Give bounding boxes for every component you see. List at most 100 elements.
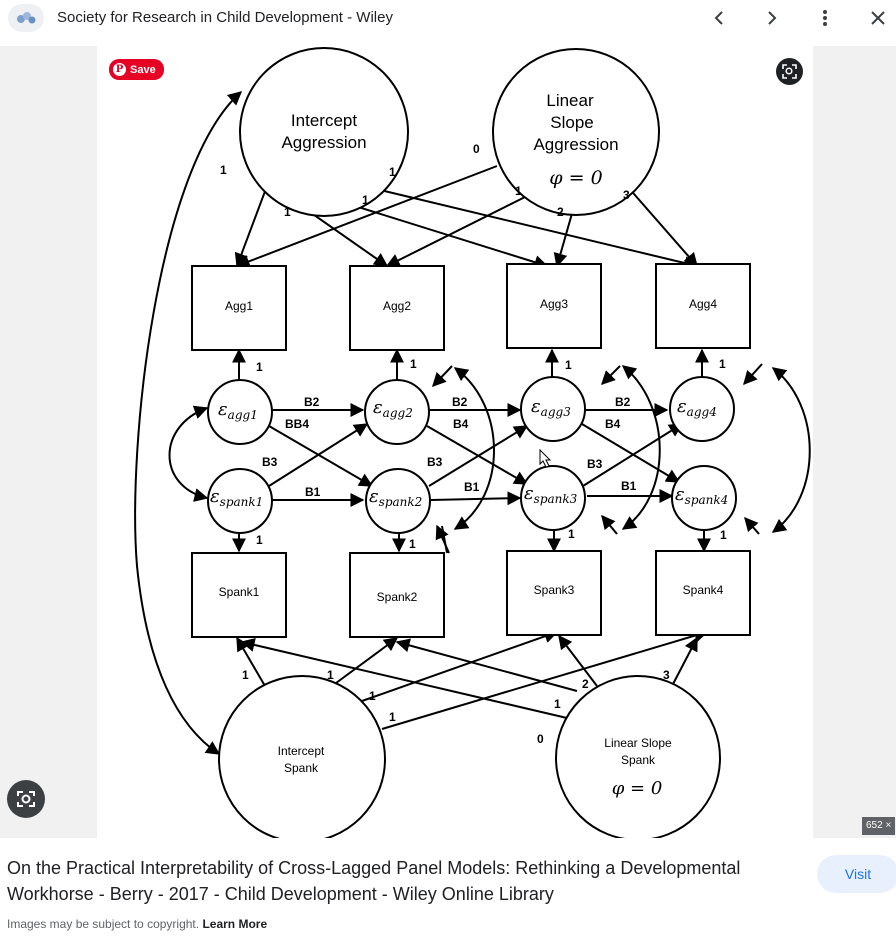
chevron-left-icon bbox=[714, 11, 723, 25]
svg-text:Linear Slope: Linear Slope bbox=[604, 736, 672, 750]
cursor-hand-icon bbox=[539, 448, 552, 468]
wiley-logo-icon bbox=[17, 12, 36, 24]
spank1-box bbox=[191, 552, 287, 638]
svg-text:Spank: Spank bbox=[284, 761, 319, 775]
svg-text:0: 0 bbox=[537, 732, 544, 746]
latent-circles bbox=[218, 47, 721, 838]
copyright-notice: Images may be subject to copyright. Lear… bbox=[7, 917, 267, 931]
svg-text:Aggression: Aggression bbox=[533, 135, 618, 154]
indicator-boxes bbox=[191, 263, 751, 638]
svg-text:1: 1 bbox=[327, 668, 334, 682]
svg-text:Intercept: Intercept bbox=[291, 111, 357, 130]
svg-text:B2: B2 bbox=[615, 395, 631, 409]
bottom-loading-arrows bbox=[236, 628, 709, 730]
svg-text:Aggression: Aggression bbox=[281, 133, 366, 152]
svg-text:1: 1 bbox=[720, 528, 727, 542]
svg-text:3: 3 bbox=[623, 188, 630, 202]
intercept-spank-node bbox=[218, 675, 386, 838]
svg-text:εagg4: εagg4 bbox=[677, 396, 717, 419]
slope-spank-node bbox=[555, 675, 721, 838]
forward-button[interactable] bbox=[756, 4, 788, 32]
svg-text:B1: B1 bbox=[464, 480, 480, 494]
svg-text:2: 2 bbox=[582, 677, 589, 691]
svg-text:Agg3: Agg3 bbox=[540, 297, 568, 311]
svg-text:1: 1 bbox=[284, 205, 291, 219]
intercept-aggression-node bbox=[239, 47, 409, 217]
visit-button[interactable]: Visit bbox=[817, 855, 896, 893]
svg-text:Spank2: Spank2 bbox=[377, 590, 418, 604]
svg-text:1: 1 bbox=[220, 163, 227, 177]
svg-text:1: 1 bbox=[410, 357, 417, 371]
svg-text:B4: B4 bbox=[453, 417, 469, 431]
svg-text:B2: B2 bbox=[304, 395, 320, 409]
svg-text:B4: B4 bbox=[605, 417, 621, 431]
pinterest-icon: P bbox=[113, 63, 126, 76]
pinterest-save-button[interactable]: P Save bbox=[109, 59, 164, 80]
svg-text:εagg3: εagg3 bbox=[531, 396, 571, 419]
svg-text:Intercept: Intercept bbox=[278, 744, 325, 758]
spank4-box bbox=[655, 550, 751, 636]
error-labels: εagg1 εagg2 εagg3 εagg4 εspank1 εspank2 … bbox=[210, 396, 728, 509]
copyright-text: Images may be subject to copyright. bbox=[7, 917, 200, 931]
loading-labels: 1 1 1 1 0 1 2 3 1 1 1 1 1 1 1 1 1 1 1 1 bbox=[220, 142, 727, 746]
google-lens-button[interactable] bbox=[7, 780, 45, 818]
svg-text:Slope: Slope bbox=[550, 113, 593, 132]
svg-text:B1: B1 bbox=[305, 485, 321, 499]
slope-aggression-node bbox=[492, 48, 660, 216]
lens-search-icon bbox=[782, 64, 797, 79]
sem-diagram: Intercept Aggression Linear Slope Aggres… bbox=[97, 46, 813, 838]
svg-text:B1: B1 bbox=[621, 479, 637, 493]
site-title[interactable]: Society for Research in Child Developmen… bbox=[57, 9, 393, 26]
more-vert-icon bbox=[823, 10, 827, 26]
learn-more-link[interactable]: Learn More bbox=[202, 917, 268, 931]
svg-text:1: 1 bbox=[256, 360, 263, 374]
path-coefficient-labels: B2 B2 B2 BB4 B4 B4 B3 B3 B3 B1 B1 B1 bbox=[262, 395, 637, 499]
svg-text:0: 0 bbox=[473, 142, 480, 156]
agg3-box bbox=[506, 263, 602, 349]
image-caption[interactable]: On the Practical Interpretability of Cro… bbox=[7, 858, 741, 904]
image-preview[interactable]: Intercept Aggression Linear Slope Aggres… bbox=[0, 46, 896, 838]
svg-text:εspank2: εspank2 bbox=[369, 486, 422, 509]
save-label: Save bbox=[130, 63, 156, 76]
chevron-right-icon bbox=[768, 11, 777, 25]
svg-text:B2: B2 bbox=[452, 395, 468, 409]
svg-text:φ = 0: φ = 0 bbox=[549, 167, 602, 189]
svg-text:Spank: Spank bbox=[621, 753, 656, 767]
svg-text:BB4: BB4 bbox=[285, 417, 309, 431]
back-button[interactable] bbox=[703, 4, 735, 32]
svg-text:1: 1 bbox=[409, 537, 416, 551]
cross-lagged-arrows bbox=[268, 403, 684, 507]
visual-search-button[interactable] bbox=[776, 58, 803, 85]
svg-text:εspank4: εspank4 bbox=[675, 484, 728, 507]
lens-camera-icon bbox=[17, 791, 35, 807]
more-options-button[interactable] bbox=[809, 4, 841, 32]
intercept-covariance-arrow bbox=[134, 91, 243, 755]
svg-text:B3: B3 bbox=[587, 457, 603, 471]
svg-text:B3: B3 bbox=[262, 455, 278, 469]
svg-text:Agg1: Agg1 bbox=[225, 299, 253, 313]
svg-text:1: 1 bbox=[369, 689, 376, 703]
svg-text:εagg2: εagg2 bbox=[373, 397, 413, 420]
indicator-labels: Agg1 Agg2 Agg3 Agg4 Spank1 Spank2 Spank3… bbox=[219, 297, 724, 604]
close-button[interactable] bbox=[862, 4, 894, 32]
agg2-box bbox=[349, 265, 445, 351]
svg-text:Spank3: Spank3 bbox=[534, 583, 575, 597]
agg1-box bbox=[191, 265, 287, 351]
svg-text:3: 3 bbox=[663, 668, 670, 682]
svg-text:1: 1 bbox=[389, 165, 396, 179]
site-favicon bbox=[8, 4, 44, 32]
svg-text:1: 1 bbox=[565, 358, 572, 372]
close-icon bbox=[871, 11, 885, 25]
agg4-box bbox=[655, 263, 751, 349]
path-diagram-svg: Intercept Aggression Linear Slope Aggres… bbox=[134, 47, 811, 838]
svg-text:1: 1 bbox=[242, 668, 249, 682]
svg-text:B3: B3 bbox=[427, 455, 443, 469]
top-bar: Society for Research in Child Developmen… bbox=[0, 0, 896, 38]
svg-text:1: 1 bbox=[362, 193, 369, 207]
spank2-box bbox=[349, 552, 445, 638]
spank3-box bbox=[506, 550, 602, 636]
latent-labels: Intercept Aggression Linear Slope Aggres… bbox=[278, 91, 672, 799]
svg-text:Spank4: Spank4 bbox=[683, 583, 724, 597]
svg-text:2: 2 bbox=[557, 205, 564, 219]
svg-text:Spank1: Spank1 bbox=[219, 585, 260, 599]
